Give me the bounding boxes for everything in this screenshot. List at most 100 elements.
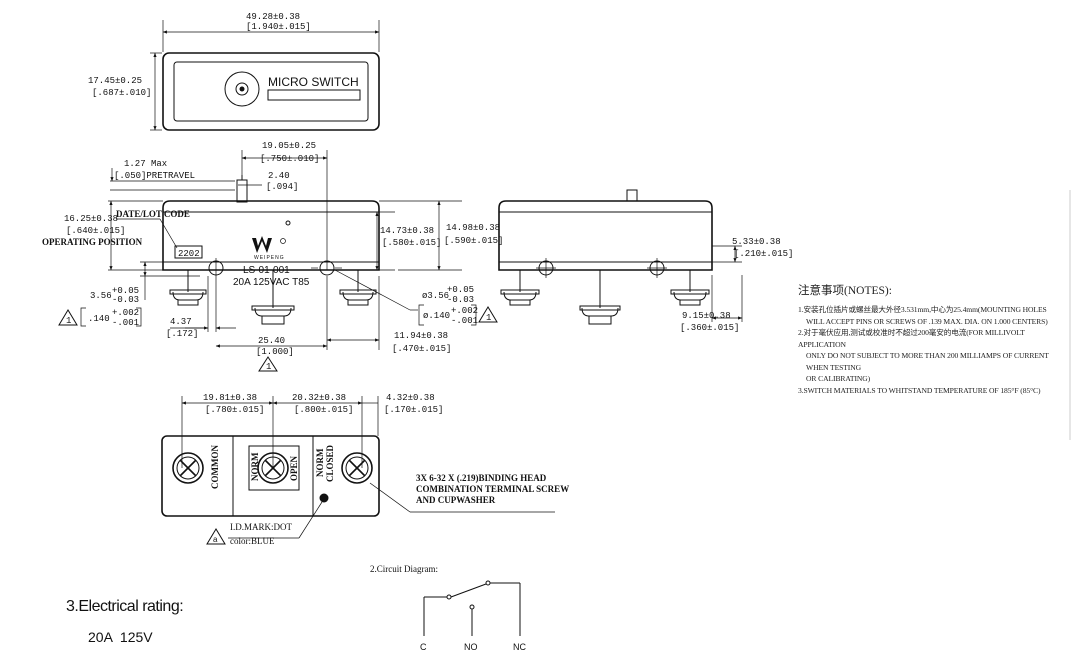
screw-note-line2: COMBINATION TERMINAL SCREW (416, 484, 569, 494)
warning-triangle-icon (478, 306, 498, 323)
revision-triangle-icon (206, 528, 226, 545)
notes-block: 注意事项(NOTES): 1.安装孔位插片或螺丝最大外径3.531mm,中心为2… (798, 282, 1070, 396)
pretravel-mm: 1.27 Max (124, 159, 167, 169)
electrical-value: 20A 125V (88, 629, 153, 645)
plunger-side (626, 189, 638, 202)
hole-pos-tol-in-minus: -.001 (112, 318, 139, 328)
note-line-3: 2.对于毫伏应用,测试或校准时不超过200毫安的电流(FOR MILLIVOLT… (798, 328, 1025, 349)
revision-symbol: a (213, 535, 218, 544)
circuit-label-nc: NC (513, 642, 526, 652)
screw-note-line3: AND CUPWASHER (416, 495, 496, 505)
terminal-pocket (232, 435, 314, 517)
date-code-label: DATE/LOT CODE (116, 209, 190, 219)
side-width-mm: 9.15±0.38 (682, 311, 731, 321)
terminal-screw-no (257, 452, 289, 484)
warning-number-2: 1 (66, 316, 71, 326)
terminal-label-no-1: NORM (250, 452, 260, 481)
terminal-label-no-2: OPEN (289, 455, 299, 481)
top-height-mm: 17.45±0.25 (88, 76, 142, 86)
op-pos-label: OPERATING POSITION (42, 237, 143, 247)
page-edge-line (1069, 190, 1071, 440)
hole-pos-in: .140 (88, 314, 110, 324)
electrical-rating: 3.Electrical rating: 20A 125V (66, 598, 184, 645)
plunger-width-in: [.094] (266, 182, 298, 192)
side-hole-h-in: [.210±.015] (734, 249, 793, 259)
brand-name: WEIPENG (254, 255, 285, 261)
op-pos-mm: 16.25±0.38 (64, 214, 118, 224)
note-line-6: 3.SWITCH MATERIALS TO WHITSTAND TEMPERAT… (798, 385, 1041, 395)
circuit-label-c: C (420, 642, 427, 652)
bottom-d1-mm: 19.81±0.38 (203, 393, 257, 403)
height2-mm: 14.98±0.38 (446, 223, 500, 233)
top-width-mm: 49.28±0.38 (246, 12, 300, 22)
edge-mm: 4.37 (170, 317, 192, 327)
hole-pos-mm: 3.56 (90, 291, 112, 301)
height1-in: [.580±.015] (382, 238, 441, 248)
date-code-box (174, 245, 203, 259)
top-view: 49.28±0.38 [1.940±.015] 17.45±0.25 [.687… (88, 12, 380, 131)
side-view: 5.33±0.38 [.210±.015] 9.15±0.38 [.360±.0… (498, 189, 793, 333)
bottom-d2-in: [.800±.015] (294, 405, 353, 415)
plunger-top-circle (224, 71, 260, 107)
plunger (236, 179, 248, 203)
warning-triangle-icon-3 (258, 356, 278, 372)
pretravel-in: [.050]PRETRAVEL (114, 171, 195, 181)
terminal-screw-nc (341, 452, 373, 484)
switch-body-front (162, 200, 380, 271)
electrical-title: 3.Electrical rating: (66, 598, 183, 615)
date-code: 2202 (178, 249, 200, 259)
plunger-pos-mm: 19.05±0.25 (262, 141, 316, 151)
note-line-1: 1.安装孔位插片或螺丝最大外径3.531mm,中心为25.4mm(MOUNTIN… (798, 305, 1047, 314)
model-number: LS-01-001 (243, 265, 290, 276)
hole-dia-mm: ø3.56 (422, 291, 449, 301)
notes-title: 注意事项(NOTES): (798, 285, 892, 297)
bottom-d1-in: [.780±.015] (205, 405, 264, 415)
brand-logo (252, 236, 272, 253)
spacing-in: [1.000] (256, 347, 294, 357)
bottom-d3-in: [.170±.015] (384, 405, 443, 415)
hole-dia-in: ø.140 (423, 311, 450, 321)
note-line-2: WILL ACCEPT PINS OR SCREWS OF .139 MAX. … (806, 316, 1048, 326)
right-mm: 11.94±0.38 (394, 331, 448, 341)
top-height-in: [.687±.010] (92, 88, 151, 98)
mounting-hole-right (319, 260, 335, 276)
front-view: 19.05±0.25 [.750±.010] 1.27 Max [.050]PR… (42, 141, 503, 372)
hole-pos-tol-in-plus: +.002 (112, 308, 139, 318)
side-hole-h-mm: 5.33±0.38 (732, 237, 781, 247)
switch-body-bottom (161, 435, 380, 517)
note-line-5: OR CALIBRATING) (806, 374, 871, 383)
height2-in: [.590±.015] (444, 236, 503, 246)
terminal-label-common: COMMON (210, 445, 220, 489)
hole-pos-tol-mm-plus: +0.05 (112, 286, 139, 296)
id-mark-label: I.D.MARK:DOT (230, 522, 293, 532)
plunger-pos-in: [.750±.010] (260, 154, 319, 164)
note-line-4: ONLY DO NOT SUBJECT TO MORE THAN 200 MIL… (806, 351, 1049, 372)
side-width-in: [.360±.015] (680, 323, 739, 333)
bottom-d2-mm: 20.32±0.38 (292, 393, 346, 403)
plunger-width-mm: 2.40 (268, 171, 290, 181)
screw-note-line1: 3X 6-32 X (.219)BINDING HEAD (416, 473, 547, 483)
circuit-diagram: 2.Circuit Diagram: C NO NC (370, 564, 526, 652)
hole-dia-tol-mm-plus: +0.05 (447, 285, 474, 295)
right-in: [.470±.015] (392, 344, 451, 354)
circuit-title: 2.Circuit Diagram: (370, 564, 438, 574)
micro-switch-label: MICRO SWITCH (268, 75, 359, 89)
hole-dia-tol-in-minus: -.001 (451, 316, 478, 326)
id-mark-dot (319, 493, 329, 503)
switch-body-top (162, 52, 380, 131)
height1-mm: 14.73±0.38 (380, 226, 434, 236)
top-width-in: [1.940±.015] (246, 22, 311, 32)
edge-in: [.172] (166, 329, 198, 339)
warning-number: 1 (486, 313, 491, 323)
circuit-label-no: NO (464, 642, 478, 652)
terminal-label-nc-2: CLOSED (325, 444, 335, 482)
hole-dia-tol-in-plus: +.002 (451, 306, 478, 316)
id-mark-color: color:BLUE (230, 536, 275, 546)
warning-triangle-icon-2 (58, 309, 78, 326)
switch-body-side (498, 200, 713, 271)
terminal-label-nc-1: NORM (315, 448, 325, 477)
rating-mark: 20A 125VAC T85 (233, 277, 310, 288)
hole-dia-tol-mm-minus: -0.03 (447, 295, 474, 305)
spacing-mm: 25.40 (258, 336, 285, 346)
